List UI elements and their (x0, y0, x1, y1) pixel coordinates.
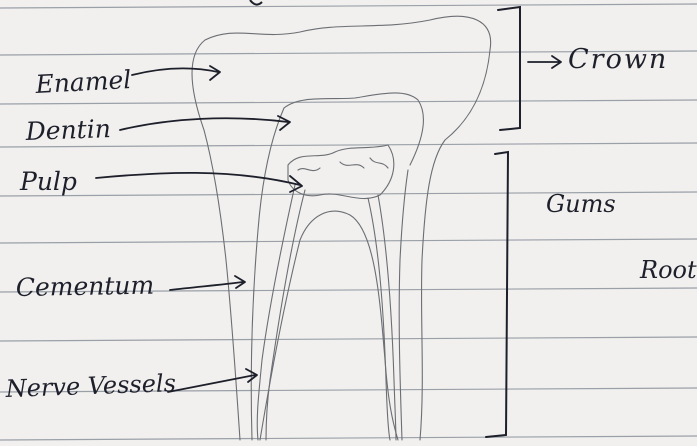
label-gums: Gums (546, 190, 616, 218)
rule-line (0, 239, 697, 243)
pulp-canal-left (257, 185, 295, 440)
root-inner-left (260, 211, 398, 440)
arrow-dentin (120, 116, 290, 130)
stray-mark (250, 0, 262, 5)
pulp-detail (298, 158, 388, 171)
pulp-chamber (288, 145, 394, 199)
label-arrows (96, 56, 561, 392)
arrow-enamel (132, 66, 220, 80)
arrow-pulp (96, 173, 302, 192)
tooth-outline (192, 16, 491, 440)
arrow-nerve-vessels (168, 369, 257, 392)
rule-line (0, 143, 697, 147)
root-bracket (486, 152, 508, 437)
label-enamel: Enamel (34, 65, 132, 99)
pulp-canal-right-2 (368, 198, 390, 440)
label-pulp: Pulp (19, 167, 77, 196)
root-inner-right-wall (399, 170, 408, 440)
rule-line (0, 337, 697, 341)
label-crown: Crown (568, 44, 668, 75)
label-cementum: Cementum (16, 271, 155, 302)
brackets (486, 7, 520, 437)
crown-bracket (498, 7, 520, 130)
rule-line (0, 4, 697, 8)
label-nerve-vessels: Nerve Vessels (4, 369, 176, 403)
arrow-crown (528, 56, 561, 68)
label-root: Root (639, 256, 697, 284)
dentin-outline (284, 93, 423, 165)
label-dentin: Dentin (24, 114, 111, 146)
rule-line (0, 436, 697, 440)
tooth-drawing (192, 16, 491, 440)
arrow-cementum (170, 276, 245, 290)
rule-line (0, 100, 697, 104)
